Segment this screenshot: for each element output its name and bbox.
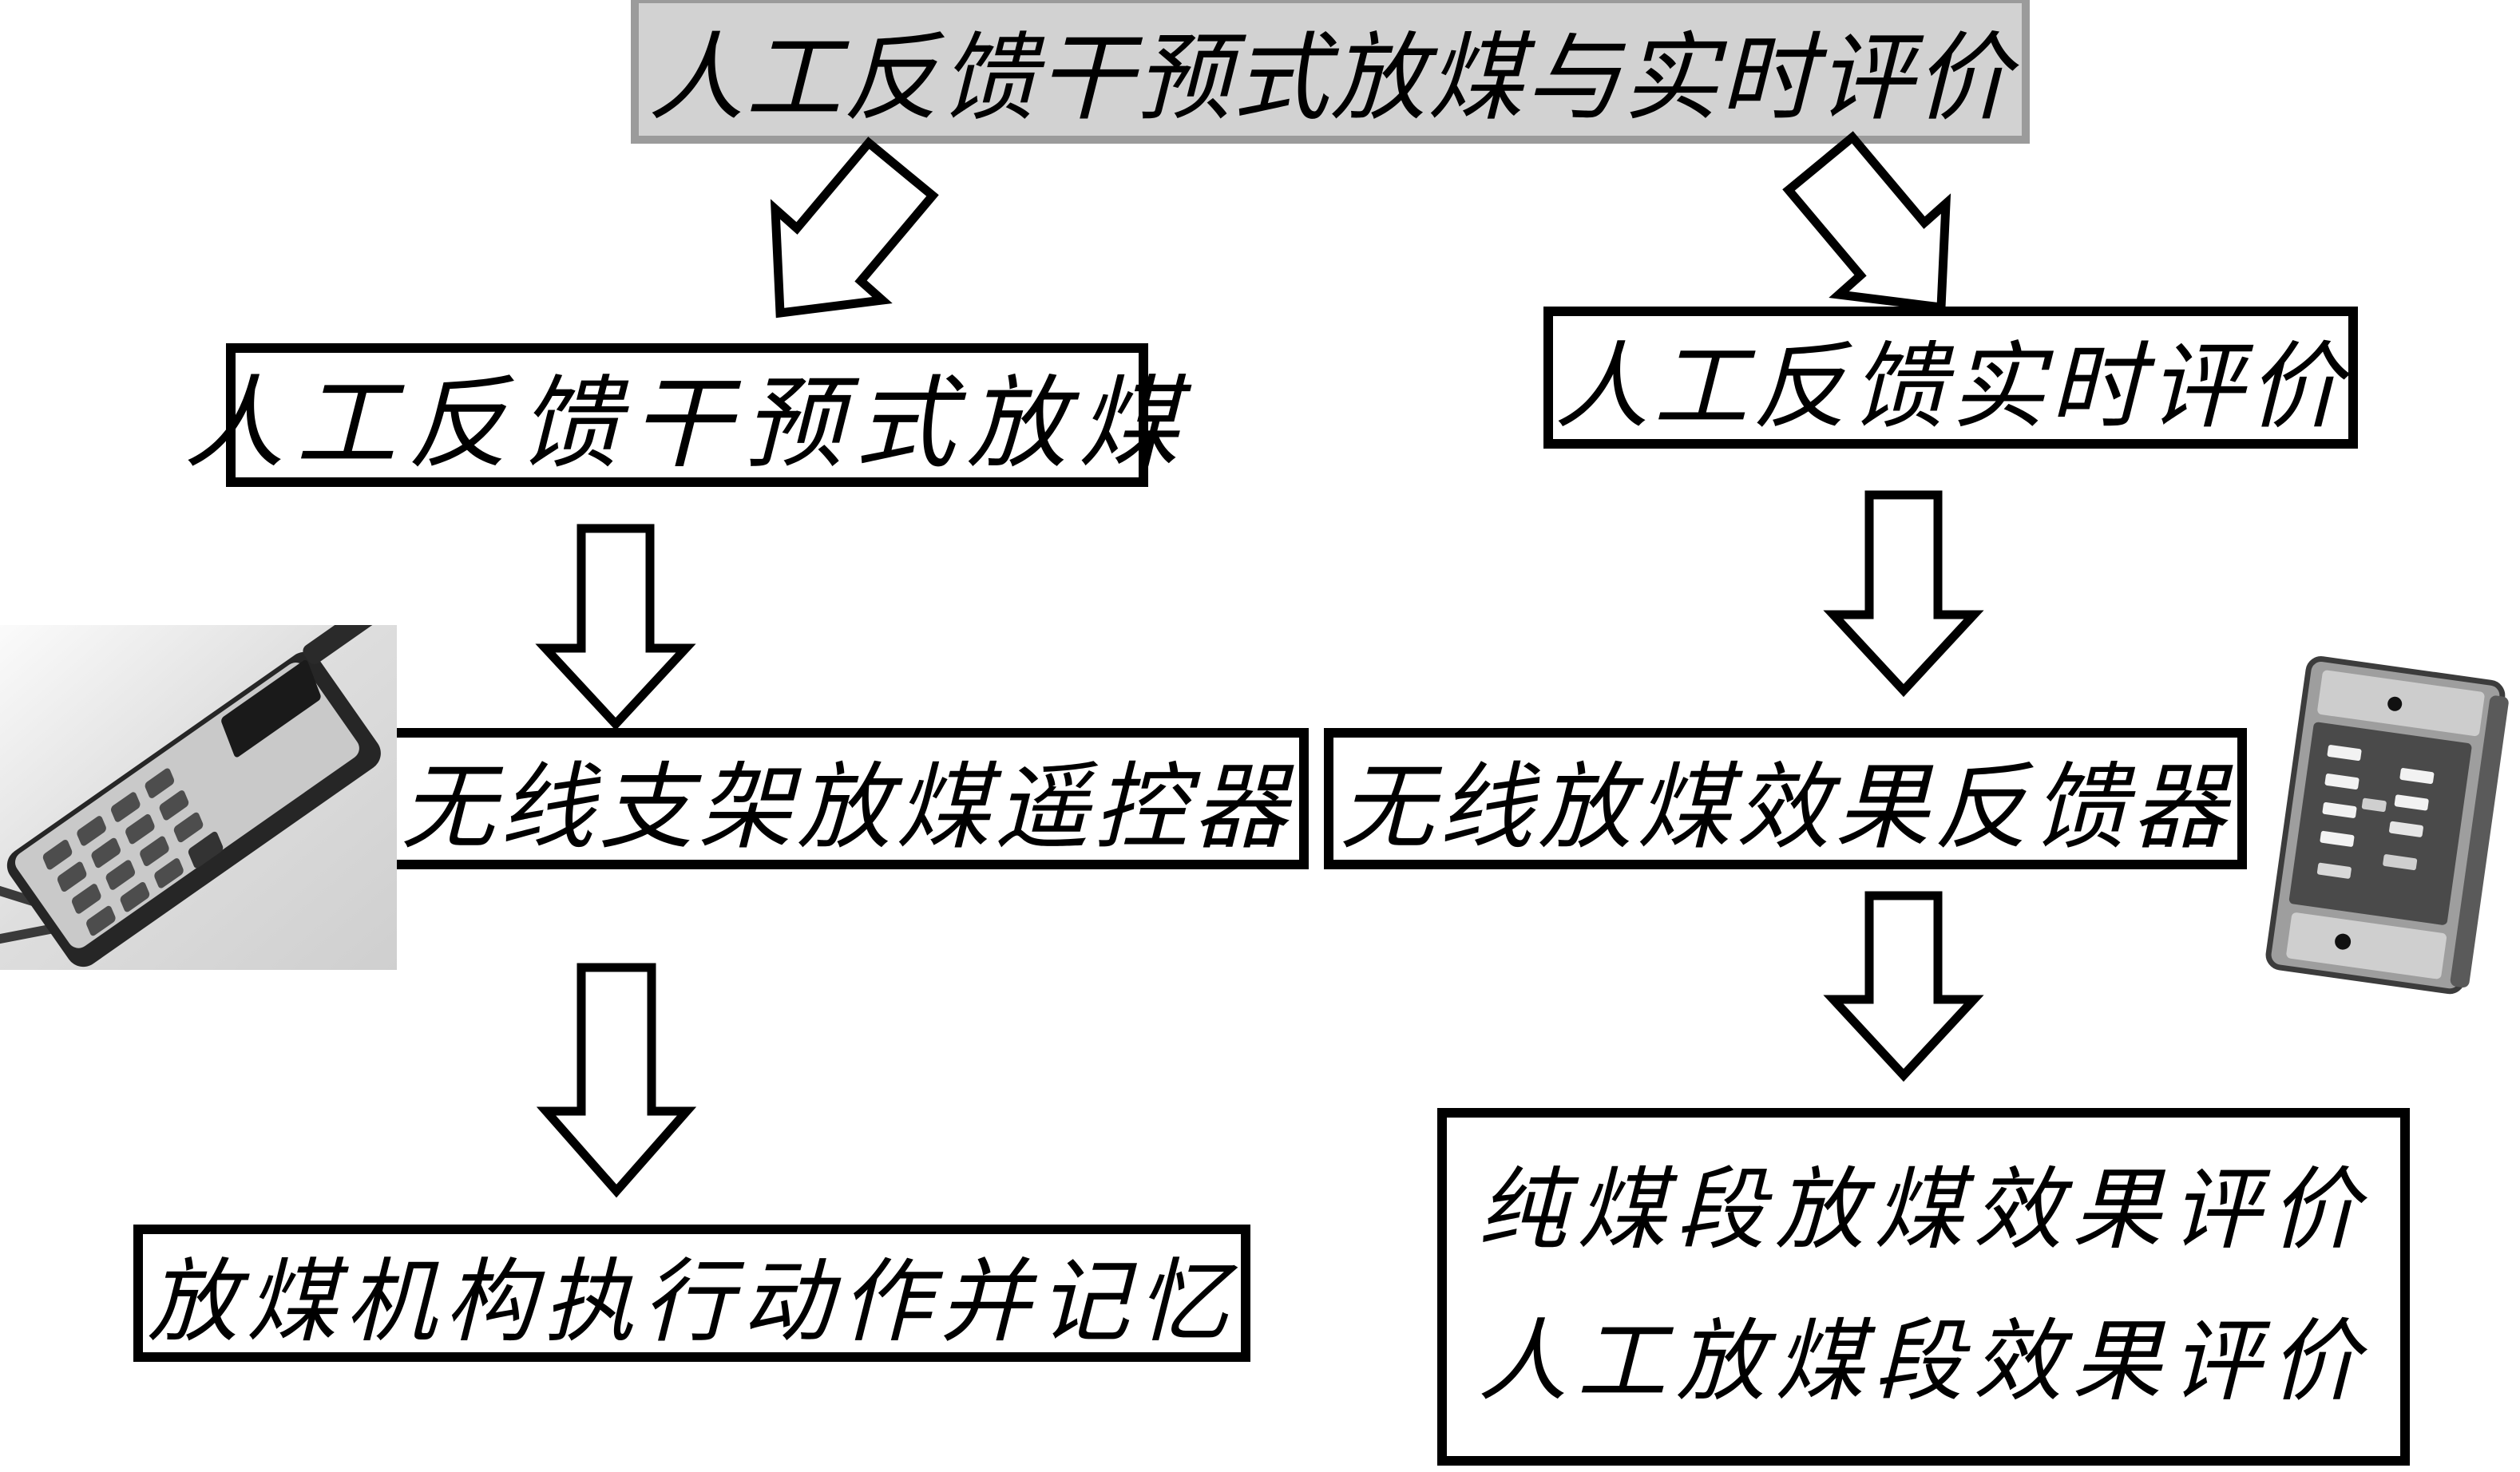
keypad-panel [2288, 722, 2472, 925]
node-label: 人工反馈干预式放煤 [184, 370, 1191, 481]
node-manual-feedback-caving: 人工反馈干预式放煤 [184, 343, 1179, 487]
remote-control-photo [0, 625, 397, 970]
node-manual-feedback-realtime-eval: 人工反馈实时评价 [1543, 307, 2358, 449]
node-label: 放煤机构执行动作并记忆 [147, 1251, 1237, 1353]
node-label: 无线放煤效果反馈器 [1339, 756, 2231, 861]
node-label-line1: 纯煤段放煤效果评价 [1478, 1161, 2369, 1260]
arrow-feedback-to-evaluation [1823, 891, 1984, 1082]
arrow-caving-to-remote [535, 524, 696, 731]
keypad-screw-bottom [2335, 933, 2352, 950]
keypad-body [2265, 656, 2509, 995]
arrow-title-to-eval [1782, 131, 1951, 313]
node-wireless-support-remote: 无线支架放煤遥控器 [384, 728, 1309, 869]
remote-body [6, 625, 397, 967]
node-label: 人工反馈实时评价 [1554, 334, 2347, 440]
node-effect-evaluation: 纯煤段放煤效果评价 人工放煤段效果评价 [1437, 1108, 2410, 1466]
remote-keypad [42, 768, 224, 936]
node-label-line2: 人工放煤段效果评价 [1478, 1313, 2369, 1412]
node-label: 无线支架放煤遥控器 [400, 756, 1292, 861]
keypad-screw-top [2387, 696, 2403, 711]
keypad-bottom-band [2286, 912, 2447, 979]
node-title-label: 人工反馈干预式放煤与实时评价 [648, 26, 2012, 132]
remote-antenna [303, 625, 397, 664]
node-wireless-effect-feedback: 无线放煤效果反馈器 [1324, 728, 2247, 869]
node-caving-mechanism-action: 放煤机构执行动作并记忆 [133, 1225, 1250, 1362]
keypad-buttons [2316, 745, 2435, 879]
feedback-keypad-photo [2265, 656, 2509, 995]
arrow-eval-to-feedback [1823, 490, 1984, 698]
node-title: 人工反馈干预式放煤与实时评价 [631, 0, 2030, 144]
remote-screen [221, 659, 321, 758]
arrow-title-to-caving [770, 137, 939, 319]
arrow-remote-to-action [536, 963, 697, 1198]
